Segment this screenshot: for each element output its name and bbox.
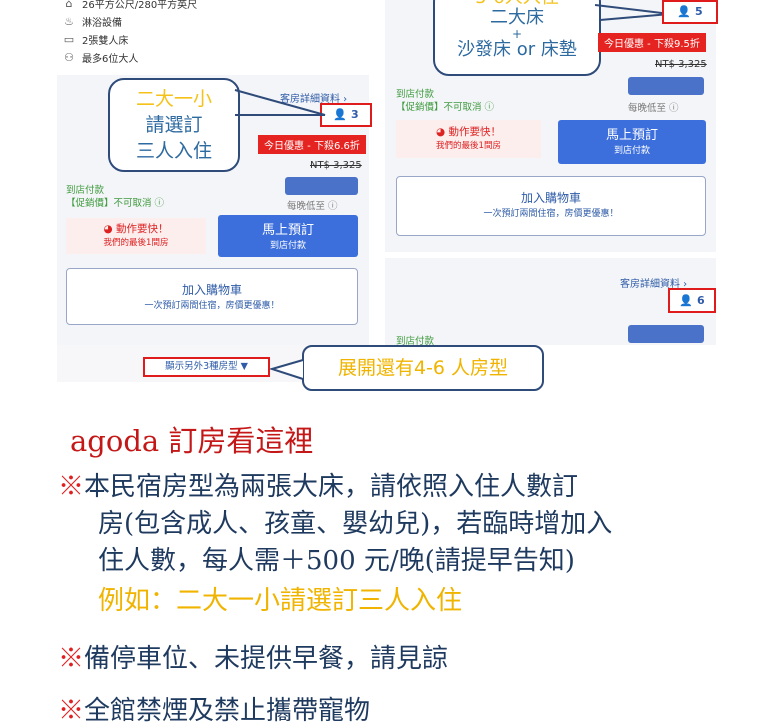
clock-icon: ◕ [435, 126, 446, 138]
right-per-night: 每晚低至 ⓘ [628, 103, 679, 114]
right-price-2 [628, 325, 704, 343]
note-line-2: 房(包含成人、孩童、嬰幼兒)，若臨時增加入 [98, 509, 613, 539]
note-line-1: ※本民宿房型為兩張大床，請依照入住人數訂 [58, 472, 579, 502]
left-deal-badge: 今日優惠 - 下殺6.6折 [258, 135, 366, 154]
expand-callout: 展開還有4-6 人房型 [302, 345, 544, 391]
right-pay-at-hotel-2: 到店付款 [396, 336, 435, 347]
right-promo: 【促銷價】不可取消 ⓘ [396, 102, 495, 113]
note-line-6: ※全館禁煙及禁止攜帶寵物 [58, 696, 371, 726]
note-line-5: ※備停車位、未提供早餐，請見諒 [58, 644, 449, 674]
right-urgent-notice: ◕ 動作要快！ 我們的最後1間房 [396, 120, 541, 158]
shower-icon: ♨ [64, 14, 74, 28]
right-deal-badge: 今日優惠 - 下殺9.5折 [598, 33, 706, 52]
notes-heading: agoda 訂房看這裡 [70, 424, 314, 458]
amenity-size: ⌂26平方公尺/280平方英尺 [62, 0, 362, 12]
right-divider [385, 252, 716, 258]
right-room-details-link-2[interactable]: 客房詳細資料 › [620, 279, 688, 290]
left-room-details-link[interactable]: 客房詳細資料 › [280, 94, 348, 105]
left-occupancy-badge: 👤 3 [320, 103, 372, 127]
amenity-max-guests: ⚇最多6位大人 [62, 48, 362, 66]
left-callout-bubble: 二大一小 請選訂 三人入住 [108, 78, 240, 172]
right-occupancy-badge-2: 👤 6 [668, 288, 716, 313]
note-example: 例如：二大一小請選訂三人入住 [98, 586, 463, 616]
left-room-amenities: ⌂26平方公尺/280平方英尺 ♨淋浴設備 ▭2張雙人床 ⚇最多6位大人 [62, 0, 362, 66]
right-price [628, 77, 704, 95]
left-add-to-cart-button[interactable]: 加入購物車 一次預訂兩間住宿，房價更優惠！ [66, 268, 358, 325]
right-add-to-cart-button[interactable]: 加入購物車 一次預訂兩間住宿，房價更優惠！ [396, 176, 706, 236]
ruler-icon: ⌂ [65, 0, 73, 10]
left-promo: 【促銷價】不可取消 ⓘ [66, 198, 165, 209]
left-book-now-button[interactable]: 馬上預訂 到店付款 [218, 215, 358, 257]
left-per-night: 每晚低至 ⓘ [287, 201, 338, 212]
amenity-shower: ♨淋浴設備 [62, 12, 362, 30]
expand-callout-pointer [270, 359, 304, 380]
left-pay-at-hotel: 到店付款 [66, 185, 105, 196]
note-line-3: 住人數，每人需＋500 元/晚(請提早告知) [98, 546, 575, 576]
show-more-room-types-button[interactable]: 顯示另外3種房型 ▼ [143, 357, 270, 377]
amenity-bed: ▭2張雙人床 [63, 32, 129, 47]
left-original-price: NT$ 3,325 [310, 160, 362, 171]
people-icon: ⚇ [64, 50, 74, 64]
clock-icon: ◕ [103, 223, 113, 235]
bed-icon: ▭ [63, 32, 75, 46]
left-price [285, 177, 358, 195]
right-occupancy-badge: 👤 5 [662, 0, 718, 24]
right-callout-bubble: 5-6人入住 二大床 + 沙發床 or 床墊 [433, 0, 601, 76]
right-book-now-button[interactable]: 馬上預訂 到店付款 [558, 120, 706, 164]
left-urgent-notice: ◕ 動作要快！ 我們的最後1間房 [66, 218, 206, 254]
left-callout-pointer [234, 89, 326, 116]
right-pay-at-hotel: 到店付款 [396, 89, 435, 100]
right-original-price: NT$ 3,325 [655, 59, 707, 70]
